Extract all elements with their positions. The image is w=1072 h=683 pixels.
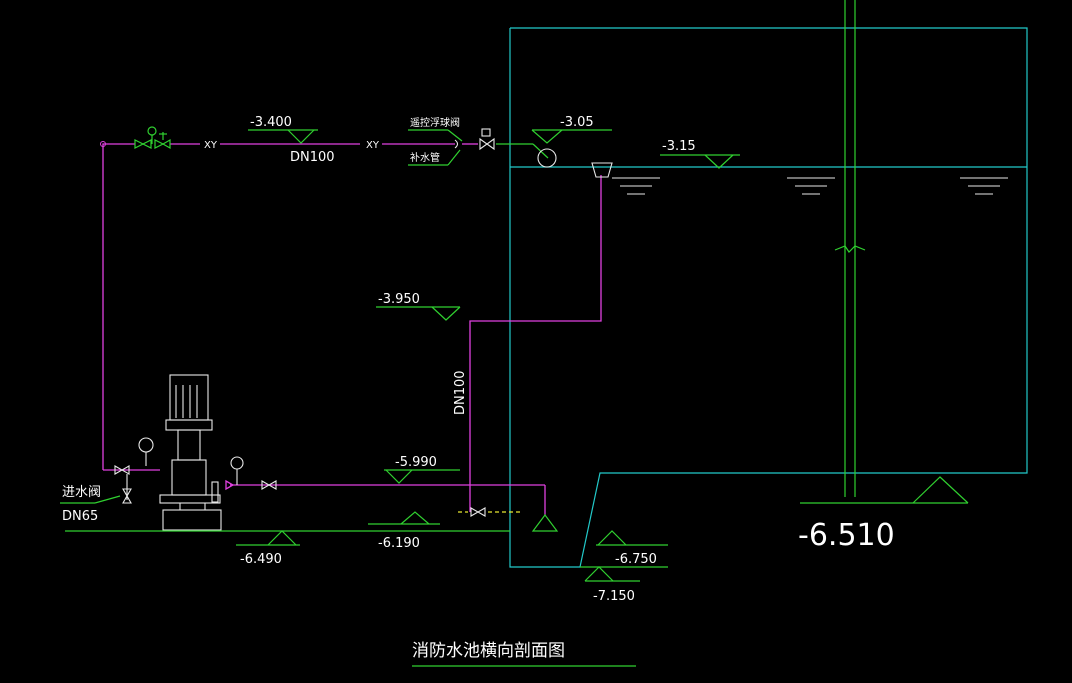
elev-3950: -3.950 — [376, 292, 461, 321]
elev-3400: -3.400 — [248, 115, 318, 144]
drawing-title-text: 消防水池横向剖面图 — [412, 641, 565, 661]
elevation-label: -6.190 — [378, 536, 420, 551]
floor-lines — [65, 530, 668, 568]
vertical-column — [800, 0, 969, 504]
suction-valves — [114, 437, 559, 532]
pipe-network — [102, 143, 602, 515]
water-level-marks — [612, 177, 1008, 195]
annotation-inlet-valve: 进水阀 — [60, 485, 121, 504]
annotation-text: 补水管 — [410, 151, 440, 164]
tank-structure — [509, 27, 1028, 568]
annotation-makeup-pipe: 补水管 — [408, 149, 461, 166]
pipe-type-label: XY — [204, 140, 218, 151]
elev-5990: -5.990 — [384, 455, 460, 484]
pipe-type-label: XY — [366, 140, 380, 151]
elev-315: -3.15 — [660, 139, 740, 169]
elev-6750: -6.750 — [596, 530, 668, 567]
elevation-label: -5.990 — [395, 455, 437, 470]
elev-6190: -6.190 — [368, 511, 440, 551]
elev-305: -3.05 — [531, 115, 612, 144]
elevation-label-large: -6.510 — [798, 518, 895, 553]
drawing-title: 消防水池横向剖面图 — [412, 641, 636, 667]
elevation-label: -6.490 — [240, 552, 282, 567]
elevation-label: -3.05 — [560, 115, 594, 130]
top-valve-assembly — [100, 126, 171, 150]
elevation-label: -3.950 — [378, 292, 420, 307]
elevation-label: -6.750 — [615, 552, 657, 567]
elevation-label: -3.400 — [250, 115, 292, 130]
float-valve-symbol — [454, 128, 495, 151]
annotation-float-valve: 遥控浮球阀 — [408, 116, 463, 142]
elev-6490: -6.490 — [236, 530, 300, 567]
annotation-text: 遥控浮球阀 — [410, 116, 460, 129]
elevation-label: -7.150 — [593, 589, 635, 604]
pipe-size-label: DN65 — [62, 509, 98, 524]
annotation-text: 进水阀 — [62, 485, 101, 500]
vertical-pump — [159, 374, 222, 531]
elev-7150: -7.150 — [584, 566, 640, 604]
inlet-pipe-green — [496, 143, 613, 178]
pipe-size-label-vertical: DN100 — [453, 370, 468, 415]
tank-wall-outline — [509, 27, 1028, 568]
elevation-label: -3.15 — [662, 139, 696, 154]
pipe-size-label: DN100 — [290, 150, 335, 165]
